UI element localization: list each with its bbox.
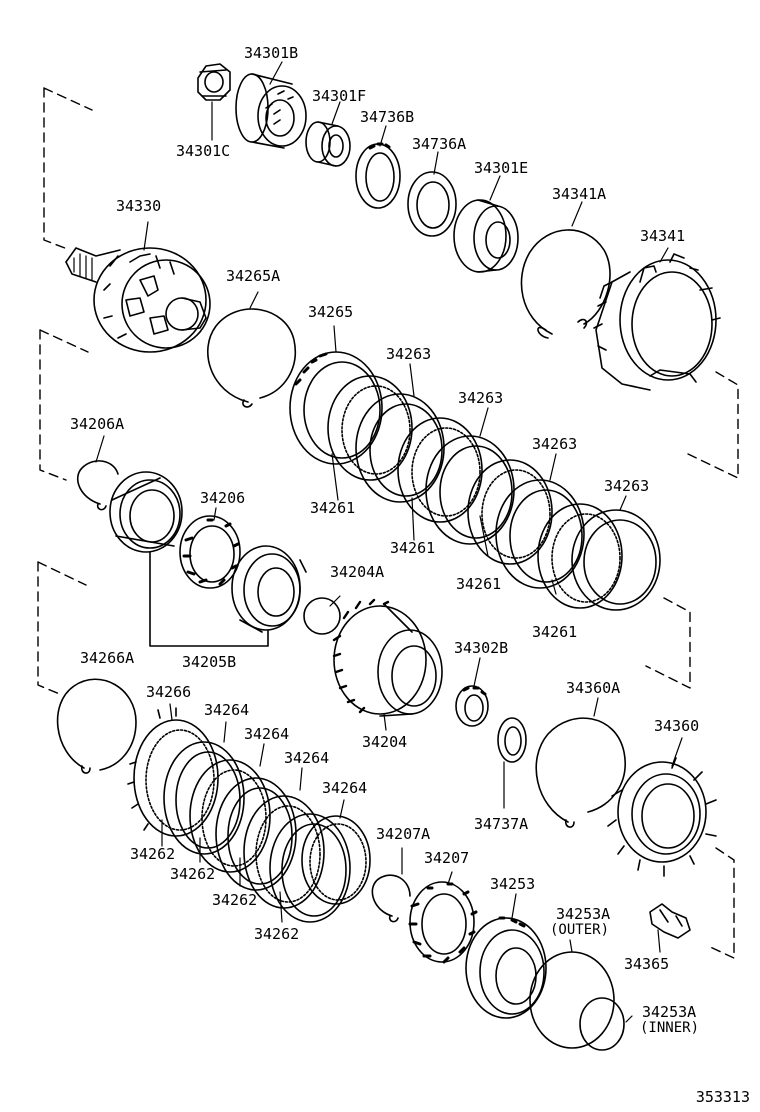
bearing-34302B: [455, 685, 489, 727]
label-34736A: 34736A: [412, 135, 467, 153]
label-34265: 34265: [308, 303, 354, 321]
label-34263-2: 34263: [458, 389, 504, 407]
nut-34301C: [197, 63, 231, 101]
label-34736B: 34736B: [360, 108, 415, 126]
snap-ring-34207A: [371, 874, 411, 923]
label-34204: 34204: [362, 733, 408, 751]
bearing-34207: [408, 881, 478, 964]
label-34266A: 34266A: [80, 649, 135, 667]
piston-34253: [465, 916, 547, 1019]
washer-34737A: [497, 717, 527, 763]
snap-ring-34265A: [207, 308, 296, 408]
label-34264-2: 34264: [244, 725, 290, 743]
piston-34360: [607, 757, 717, 877]
label-34262-1: 34262: [130, 845, 176, 863]
label-34207: 34207: [424, 849, 470, 867]
label-34253A-inner-note: (INNER): [640, 1020, 700, 1036]
snap-ring-34206A: [76, 460, 119, 511]
race-34301F: [305, 121, 351, 167]
clip-34365: [649, 903, 691, 939]
snap-ring-34360A: [535, 717, 626, 828]
assembly-guide-lines: [37, 87, 739, 959]
label-34262-4: 34262: [254, 925, 300, 943]
label-34266: 34266: [146, 683, 192, 701]
one-way-clutch-34206: [179, 515, 241, 589]
label-34330: 34330: [116, 197, 162, 215]
washer-34736A: [407, 171, 457, 237]
clutch-pack-lower: [127, 707, 371, 923]
label-34301F: 34301F: [312, 87, 367, 105]
drum-34341: [593, 253, 721, 391]
label-34263-1: 34263: [386, 345, 432, 363]
label-34302B: 34302B: [454, 639, 509, 657]
bearing-34301B: [235, 73, 307, 149]
race-34205B-right: [231, 545, 307, 633]
label-34341: 34341: [640, 227, 686, 245]
label-34360A: 34360A: [566, 679, 621, 697]
label-34206: 34206: [200, 489, 246, 507]
label-34263-4: 34263: [604, 477, 650, 495]
label-34261-4: 34261: [532, 623, 578, 641]
race-34205B-left: [109, 471, 183, 553]
label-34341A: 34341A: [552, 185, 607, 203]
label-34253A-outer: 34253A: [556, 905, 611, 923]
label-34206A: 34206A: [70, 415, 125, 433]
label-34360: 34360: [654, 717, 700, 735]
bearing-34301E: [453, 199, 519, 273]
bracket-34205B: [149, 551, 269, 647]
carrier-34330: [65, 247, 211, 353]
label-34205B: 34205B: [182, 653, 237, 671]
label-34253A-inner: 34253A: [642, 1003, 697, 1021]
label-34264-4: 34264: [322, 779, 368, 797]
label-34263-3: 34263: [532, 435, 578, 453]
seal-34253A-outer: [529, 951, 615, 1049]
label-34265A: 34265A: [226, 267, 281, 285]
label-34264-3: 34264: [284, 749, 330, 767]
label-34365: 34365: [624, 955, 670, 973]
snap-ring-34341A: [520, 229, 611, 339]
washer-34736B: [355, 142, 401, 209]
label-34261-3: 34261: [456, 575, 502, 593]
label-34253A-outer-note: (OUTER): [550, 922, 610, 938]
label-34262-2: 34262: [170, 865, 216, 883]
oring-34204A: [303, 597, 341, 635]
leader-lines: [95, 61, 683, 1023]
gear-hub-34204: [332, 598, 443, 717]
label-34204A: 34204A: [330, 563, 385, 581]
label-34207A: 34207A: [376, 825, 431, 843]
label-34301B: 34301B: [244, 44, 299, 62]
label-34737A: 34737A: [474, 815, 529, 833]
label-34253: 34253: [490, 875, 536, 893]
label-34261-2: 34261: [390, 539, 436, 557]
diagram-reference-number: 353313: [695, 1088, 750, 1106]
label-34261-1: 34261: [310, 499, 356, 517]
label-34262-3: 34262: [212, 891, 258, 909]
label-34264-1: 34264: [204, 701, 250, 719]
label-34301E: 34301E: [474, 159, 529, 177]
snap-ring-34266A: [56, 678, 137, 774]
label-34301C: 34301C: [176, 142, 231, 160]
seal-34253A-inner: [579, 997, 625, 1051]
